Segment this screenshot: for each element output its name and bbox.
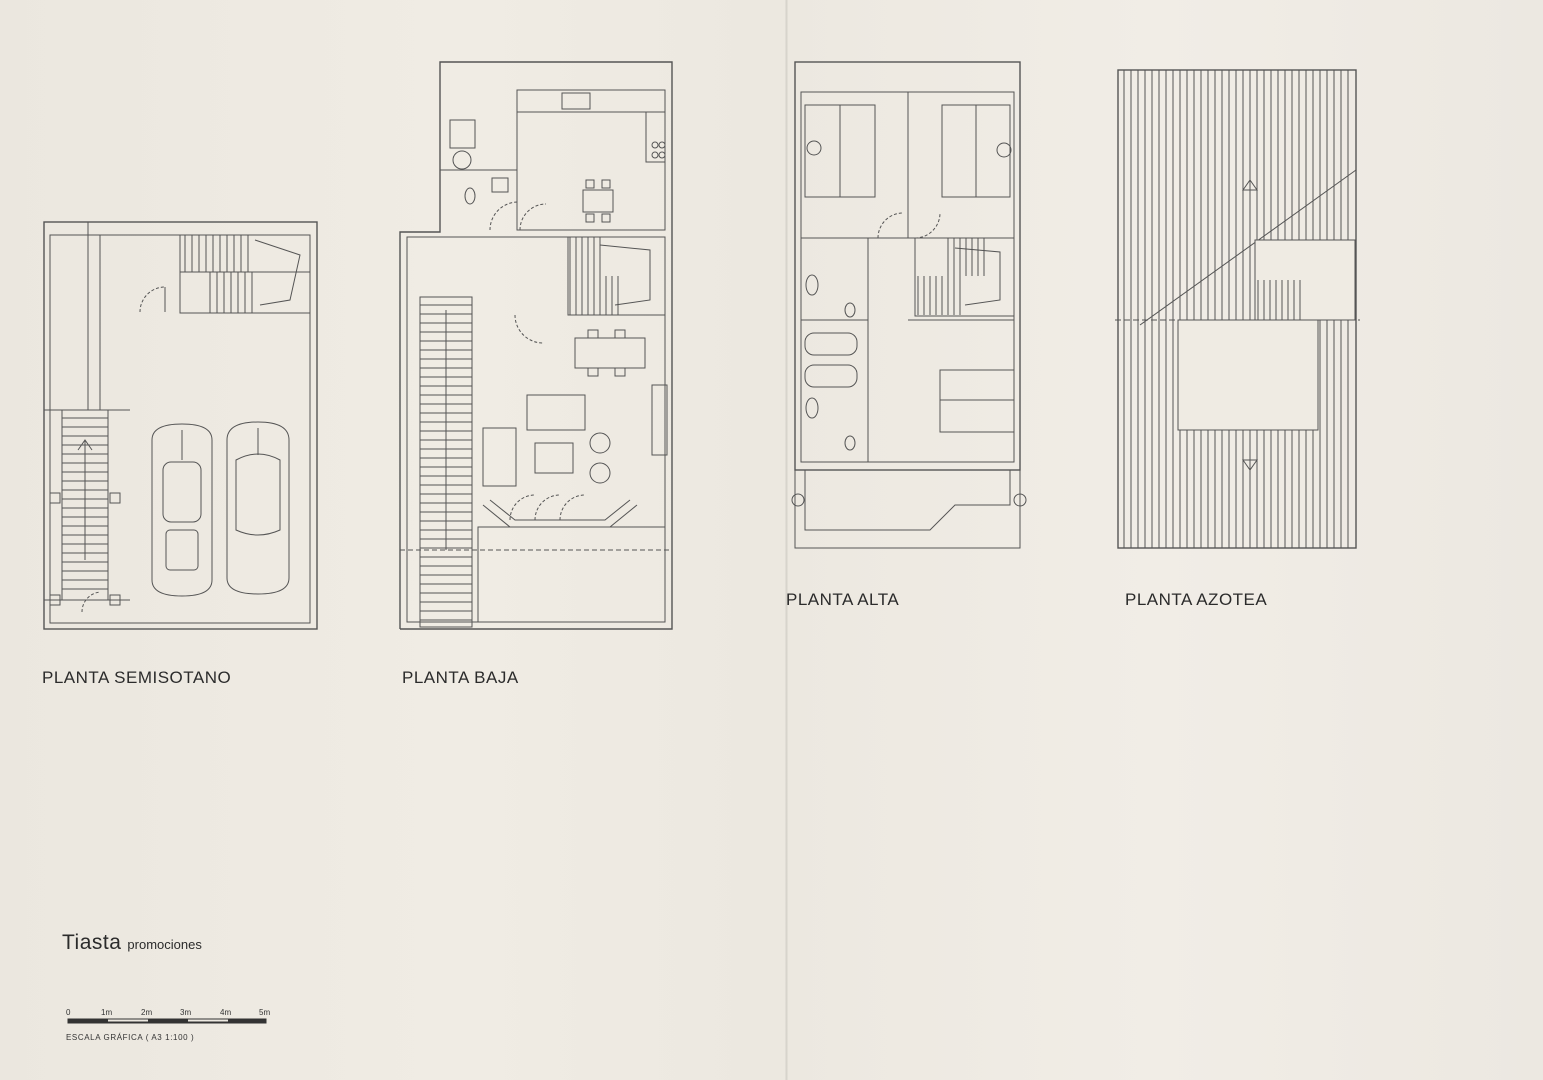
bedroom-alta-2 (941, 104, 1012, 198)
brand-logo: Tiasta promociones (62, 931, 202, 955)
label-planta-alta: PLANTA ALTA (786, 590, 900, 609)
plan-alta (791, 61, 1027, 549)
stairs-baja (567, 236, 666, 316)
paper-fold (785, 0, 788, 1080)
plan-azotea (1115, 69, 1360, 549)
stairs-semisotano-upper (179, 234, 311, 314)
stairs-baja-external (419, 296, 473, 628)
scale-tick-1: 1m (101, 1008, 113, 1017)
label-planta-baja: PLANTA BAJA (402, 668, 519, 687)
label-planta-semisotano: PLANTA SEMISOTANO (42, 668, 232, 687)
plan-baja (399, 61, 673, 630)
bathroom-alta (801, 238, 869, 462)
scale-tick-2: 2m (141, 1008, 153, 1017)
kitchen-baja (516, 89, 666, 231)
scale-caption: ESCALA GRÁFICA ( A3 1:100 ) (66, 1033, 195, 1042)
scale-tick-0: 0 (66, 1008, 71, 1017)
car-convertible (151, 423, 213, 597)
brand-name: Tiasta (62, 931, 122, 954)
scale-tick-3: 3m (180, 1008, 192, 1017)
car-sedan (226, 421, 290, 595)
stairs-semisotano-left (61, 409, 109, 601)
plan-semisotano (43, 221, 318, 630)
bedroom-alta-1 (804, 104, 876, 198)
living-baja (482, 329, 668, 487)
label-planta-azotea: PLANTA AZOTEA (1125, 590, 1268, 609)
scale-bar (67, 1018, 267, 1024)
bedroom-alta-3 (908, 319, 1015, 433)
stairs-alta (914, 237, 1015, 317)
brand-subtitle: promociones (127, 937, 202, 952)
scale-tick-4: 4m (220, 1008, 232, 1017)
scale-tick-5: 5m (259, 1008, 271, 1017)
